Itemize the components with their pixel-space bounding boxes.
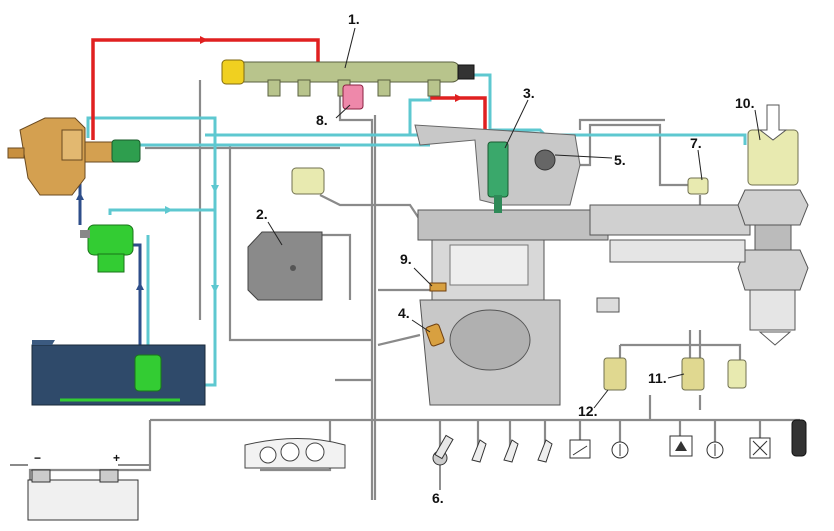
pressure-gauge-icon [569,439,591,459]
warning-lamp-icon [669,435,693,457]
air-mass-meter [747,104,799,186]
pressure-control-valve [342,84,364,110]
callout-4: 4. [398,305,410,321]
fuel-tank [31,340,206,406]
sensor-12 [603,357,627,391]
callout-7: 7. [690,135,702,151]
camshaft-sensor [534,149,556,171]
callout-8: 8. [316,112,328,128]
pedal-switches [471,439,553,463]
callout-9: 9. [400,251,412,267]
fuel-filter [80,224,134,273]
diagnostic-plug [791,419,807,457]
return-flow-arrows [165,185,219,293]
high-pressure-pump [7,117,141,196]
crankshaft-sensor [425,323,445,347]
glow-lamp-icon [749,437,771,459]
vacuum-valve [596,297,620,313]
callout-leaders [267,27,761,490]
callout-10: 10. [735,95,754,111]
intake-pipe [609,239,746,263]
high-pressure-lines [91,38,487,140]
lamp-icon [706,441,724,459]
callout-6: 6. [432,490,444,506]
glow-plug-control-unit [291,167,325,195]
callout-2: 2. [256,206,268,222]
flow-arrows [200,36,463,102]
engine-control-unit [247,231,323,301]
key-switch-icon [432,434,454,466]
thermometer-icon [611,441,629,459]
callout-3: 3. [523,85,535,101]
callout-5: 5. [614,152,626,168]
injector [487,141,509,213]
callout-11: 11. [648,370,667,386]
sensor-11 [681,357,747,391]
common-rail [221,59,475,97]
instrument-cluster [244,438,346,469]
battery-positive-label: + [113,451,120,465]
callout-12: 12. [578,403,597,419]
battery [10,464,150,521]
turbocharger [737,189,809,346]
callout-1: 1. [348,11,360,27]
battery-negative-label: − [34,451,41,465]
glow-plug [429,282,447,292]
feed-flow-arrows [76,192,144,290]
boost-pressure-sensor [687,177,709,195]
